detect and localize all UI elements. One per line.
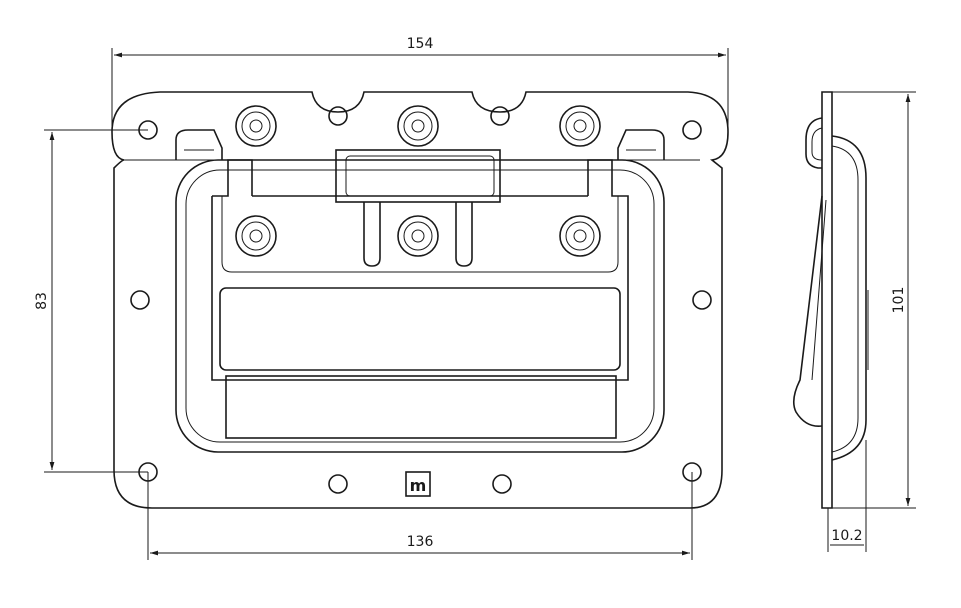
side-handle: [792, 195, 823, 428]
slot-left: [175, 129, 223, 160]
slot-right: [617, 129, 665, 160]
plate-outline: [111, 91, 729, 509]
rivet-mid-right: [559, 215, 601, 257]
dimension-hole-spacing-vertical: 83: [34, 129, 148, 473]
mounting-hole-tab-right: [490, 106, 510, 126]
dimension-overall-width: 154: [111, 36, 729, 132]
side-dish-inner: [831, 145, 859, 453]
dish-outer: [175, 159, 665, 453]
dim-label-101: 101: [891, 287, 907, 314]
rivet-top-left: [235, 105, 277, 147]
mounting-hole-mid-left: [130, 290, 150, 310]
mounting-hole-bottom-inner-right: [492, 474, 512, 494]
handle-grip-lower: [225, 375, 617, 439]
mounting-hole-bottom-inner-left: [328, 474, 348, 494]
handle-inner: [221, 196, 619, 273]
rivet-top-right: [559, 105, 601, 147]
dim-label-136: 136: [407, 534, 434, 550]
side-latch: [805, 117, 823, 169]
dim-label-10-2: 10.2: [831, 528, 862, 544]
side-dish-profile: [831, 135, 867, 461]
rivet-mid-left: [235, 215, 277, 257]
handle-frame: [211, 159, 629, 381]
brand-logo-text: m: [410, 476, 427, 495]
brand-logo: m: [405, 471, 431, 497]
mounting-hole-mid-right: [692, 290, 712, 310]
dimension-overall-height: 101: [832, 91, 916, 509]
dimension-depth: 10.2: [827, 440, 867, 552]
dim-label-154: 154: [407, 36, 434, 52]
dimension-hole-spacing-horizontal: 136: [147, 472, 693, 560]
side-view: [792, 91, 869, 509]
mounting-hole-top-right: [682, 120, 702, 140]
front-view: m: [111, 91, 729, 509]
dim-label-83: 83: [34, 292, 50, 310]
latch-legs: [363, 202, 473, 267]
rivet-top-center: [397, 105, 439, 147]
dish-inner: [185, 169, 655, 443]
latch-plate: [335, 149, 501, 203]
side-flange: [821, 91, 833, 509]
rivet-mid-center: [397, 215, 439, 257]
mounting-hole-tab-left: [328, 106, 348, 126]
handle-grip-upper: [219, 287, 621, 371]
